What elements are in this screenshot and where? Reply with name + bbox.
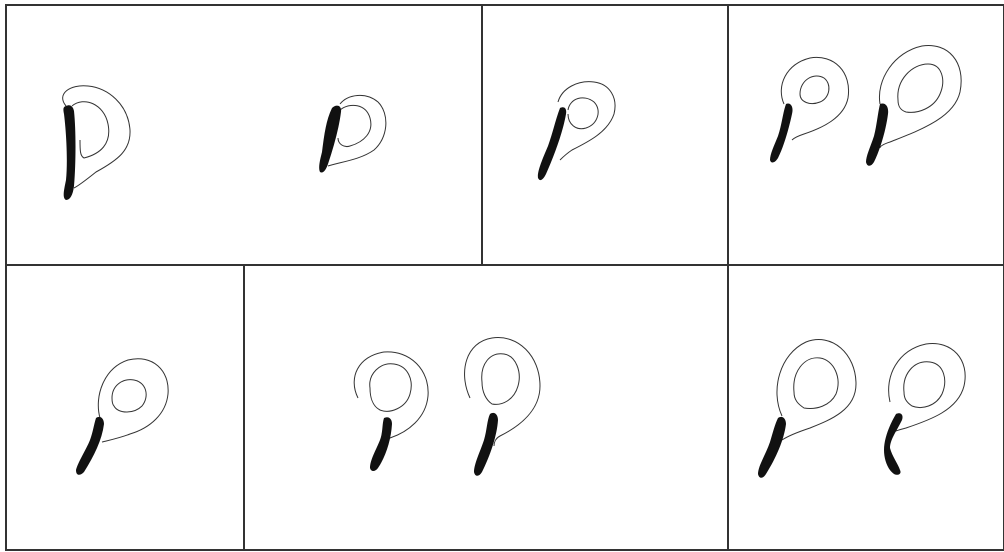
glyph-6a-stem — [758, 417, 786, 478]
panel-4-border — [6, 265, 244, 550]
panel-6 — [728, 265, 1004, 550]
panel-3-border — [728, 5, 1004, 265]
glyph-2-outer-contour — [558, 82, 615, 160]
panel-1-border — [6, 5, 482, 265]
panel-5-border — [244, 265, 728, 550]
panel-2-border — [482, 5, 728, 265]
glyph-5b — [465, 338, 540, 476]
glyph-3a-outer-contour — [781, 57, 848, 140]
glyph-6a-outer-contour — [777, 340, 856, 440]
glyph-4-stem — [76, 417, 104, 475]
glyph-1a-stem — [63, 105, 75, 200]
glyph-5a — [354, 352, 428, 471]
glyph-4-outer-contour — [98, 359, 168, 442]
glyph-6a-inner-contour — [794, 358, 838, 409]
glyph-6b-inner-contour — [904, 362, 945, 408]
glyph-3a — [770, 57, 849, 162]
glyph-3b-outer-contour — [879, 45, 961, 148]
glyph-3b-inner-contour — [898, 64, 943, 112]
glyph-5a-stem — [370, 417, 392, 471]
glyph-4 — [76, 359, 168, 475]
glyph-1b — [319, 95, 386, 172]
panel-1 — [6, 5, 482, 265]
glyph-2-stem — [538, 107, 566, 180]
glyph-1b-inner-contour — [338, 105, 371, 146]
glyph-2 — [538, 82, 615, 180]
glyph-5b-inner-contour — [482, 354, 519, 405]
glyph-4-inner-contour — [112, 380, 146, 412]
panel-4 — [6, 265, 244, 550]
glyph-5a-inner-contour — [370, 364, 411, 411]
panel-5 — [244, 265, 728, 550]
glyph-1a — [63, 86, 130, 200]
glyph-3b — [866, 45, 961, 165]
glyph-1a-inner-contour — [72, 102, 109, 158]
glyph-6a — [758, 340, 856, 478]
panel-2 — [482, 5, 728, 265]
glyph-2-inner-contour — [568, 98, 598, 129]
panel-3 — [728, 5, 1004, 265]
glyph-3b-stem — [866, 103, 888, 165]
glyph-3a-stem — [770, 103, 793, 162]
panel-6-border — [728, 265, 1004, 550]
glyph-6b-stem — [884, 413, 903, 475]
glyph-3a-inner-contour — [800, 76, 829, 104]
glyph-6b — [884, 343, 965, 474]
